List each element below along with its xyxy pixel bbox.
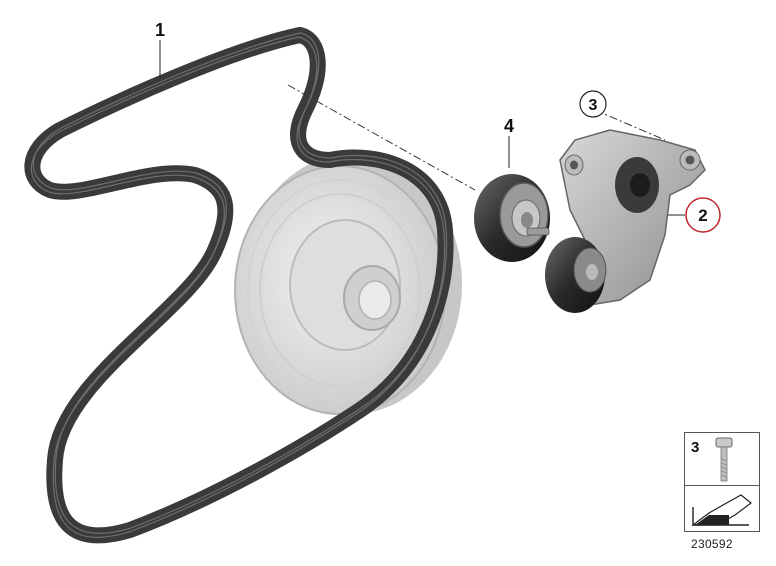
hex-bolt-icon <box>715 437 733 482</box>
highlight-ring <box>685 197 721 233</box>
callout-4[interactable]: 4 <box>504 116 514 168</box>
ribbed-v-belt-icon <box>24 27 454 544</box>
callout-1[interactable]: 1 <box>155 20 165 78</box>
vibration-damper-icon <box>234 154 462 415</box>
callout-3-label: 3 <box>589 97 598 114</box>
callout-4-label: 4 <box>504 116 514 136</box>
callout-3[interactable]: 3 <box>579 90 607 118</box>
callout-2-label: 2 <box>698 206 707 225</box>
center-line <box>287 84 476 191</box>
deflection-pulley-icon <box>474 174 550 262</box>
figure-number: 230592 <box>691 537 733 551</box>
callout-1-label: 1 <box>155 20 165 40</box>
arrow-pointer-icon <box>691 494 752 526</box>
center-line <box>594 109 666 141</box>
legend-box: 3 <box>684 432 760 532</box>
callout-2[interactable]: 2 <box>668 197 721 233</box>
legend-part-number: 3 <box>691 439 700 456</box>
belt-tensioner-icon <box>545 129 706 313</box>
legend-top-cell: 3 <box>685 433 759 486</box>
